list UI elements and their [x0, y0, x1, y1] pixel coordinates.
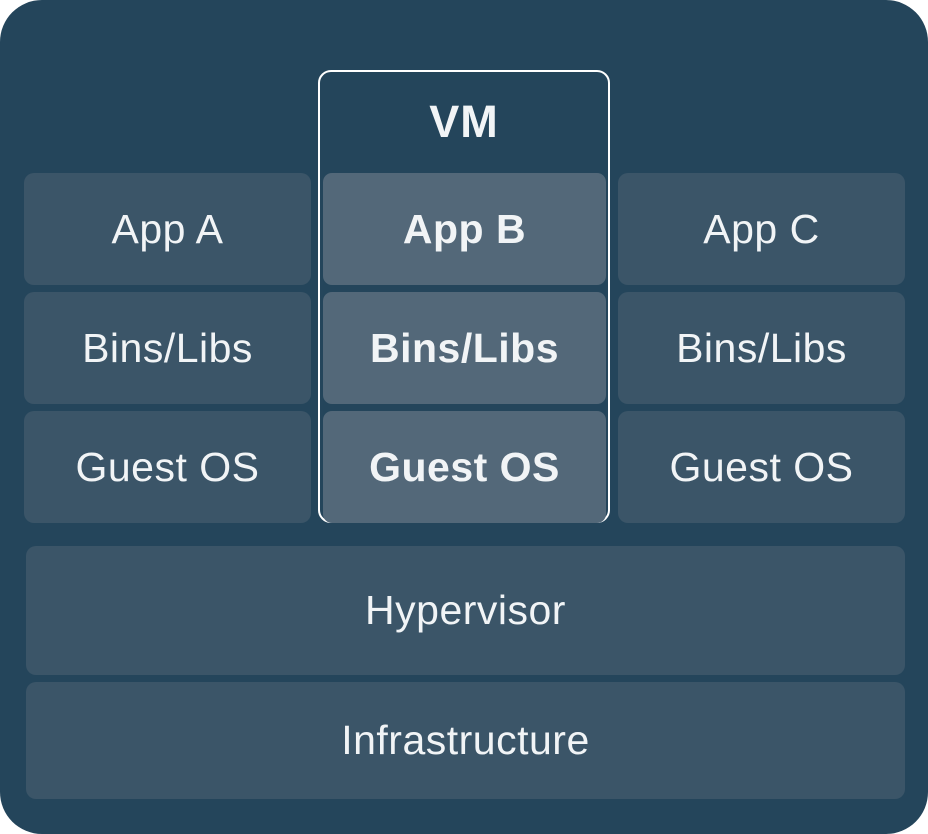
vm-group-label: VM — [429, 95, 499, 147]
box-bins-libs-vm: Bins/Libs — [323, 292, 606, 404]
box-app-c: App C — [618, 173, 905, 285]
box-guest-os-left: Guest OS — [24, 411, 311, 523]
box-guest-os-right: Guest OS — [618, 411, 905, 523]
box-infrastructure: Infrastructure — [26, 682, 905, 799]
box-bins-libs-right: Bins/Libs — [618, 292, 905, 404]
box-bins-libs-left: Bins/Libs — [24, 292, 311, 404]
box-app-a: App A — [24, 173, 311, 285]
box-hypervisor: Hypervisor — [26, 546, 905, 675]
box-guest-os-vm: Guest OS — [323, 411, 606, 523]
box-app-b: App B — [323, 173, 606, 285]
